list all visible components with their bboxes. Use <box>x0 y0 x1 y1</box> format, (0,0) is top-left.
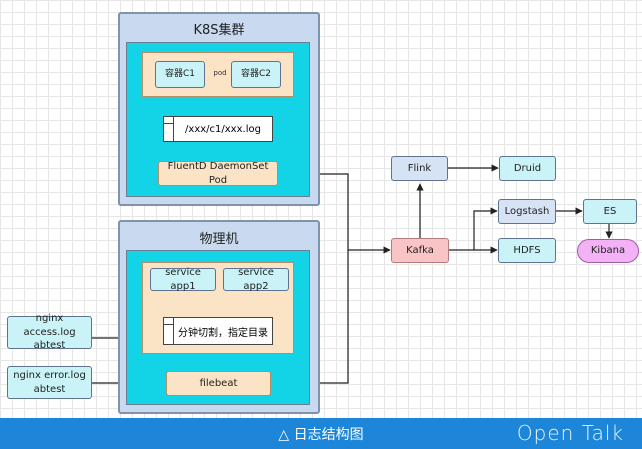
log-file-store-hbar <box>164 123 173 124</box>
nginx-error-log: nginx error.log abtest <box>7 366 92 399</box>
container-c2: 容器C2 <box>231 61 281 88</box>
nginx-access-log-tag: abtest <box>33 340 66 352</box>
open-talk-logo: Open Talk <box>516 421 624 445</box>
flink-node: Flink <box>391 156 448 181</box>
nginx-access-log: nginx access.log abtest <box>7 313 92 351</box>
split-log-store-hbar <box>164 324 173 325</box>
k8s-cluster-title: K8S集群 <box>193 23 245 38</box>
nginx-error-log-name: nginx error.log <box>13 370 86 381</box>
druid-node: Druid <box>499 156 556 181</box>
fluentd-daemonset-pod: FluentD DaemonSet Pod <box>158 161 278 186</box>
es-node: ES <box>583 199 637 224</box>
log-file-store-bar <box>173 117 174 141</box>
logstash-node: Logstash <box>498 199 556 224</box>
service-app1: service app1 <box>150 267 216 292</box>
nginx-access-log-name: nginx access.log <box>23 313 76 338</box>
physical-machine-title: 物理机 <box>199 232 239 247</box>
log-file-path: /xxx/c1/xxx.log <box>185 123 261 135</box>
kafka-node: Kafka <box>391 238 449 263</box>
split-log-store: 分钟切割，指定目录 <box>163 317 273 345</box>
nginx-error-log-tag: abtest <box>33 383 66 395</box>
caption-title: △ 日志结构图 <box>278 427 364 443</box>
split-log-store-bar <box>173 318 174 344</box>
split-log-note: 分钟切割，指定目录 <box>178 327 268 339</box>
pod-label: pod <box>213 69 227 77</box>
kafka-to-logstash-arrow <box>449 207 498 251</box>
filebeat-node: filebeat <box>166 371 271 396</box>
service-app2: service app2 <box>223 267 289 292</box>
kibana-node: Kibana <box>577 239 639 263</box>
log-file-store: /xxx/c1/xxx.log <box>163 116 273 142</box>
hdfs-node: HDFS <box>498 238 556 263</box>
caption-bar: △ 日志结构图 Open Talk <box>0 418 642 449</box>
container-c1: 容器C1 <box>155 61 205 88</box>
